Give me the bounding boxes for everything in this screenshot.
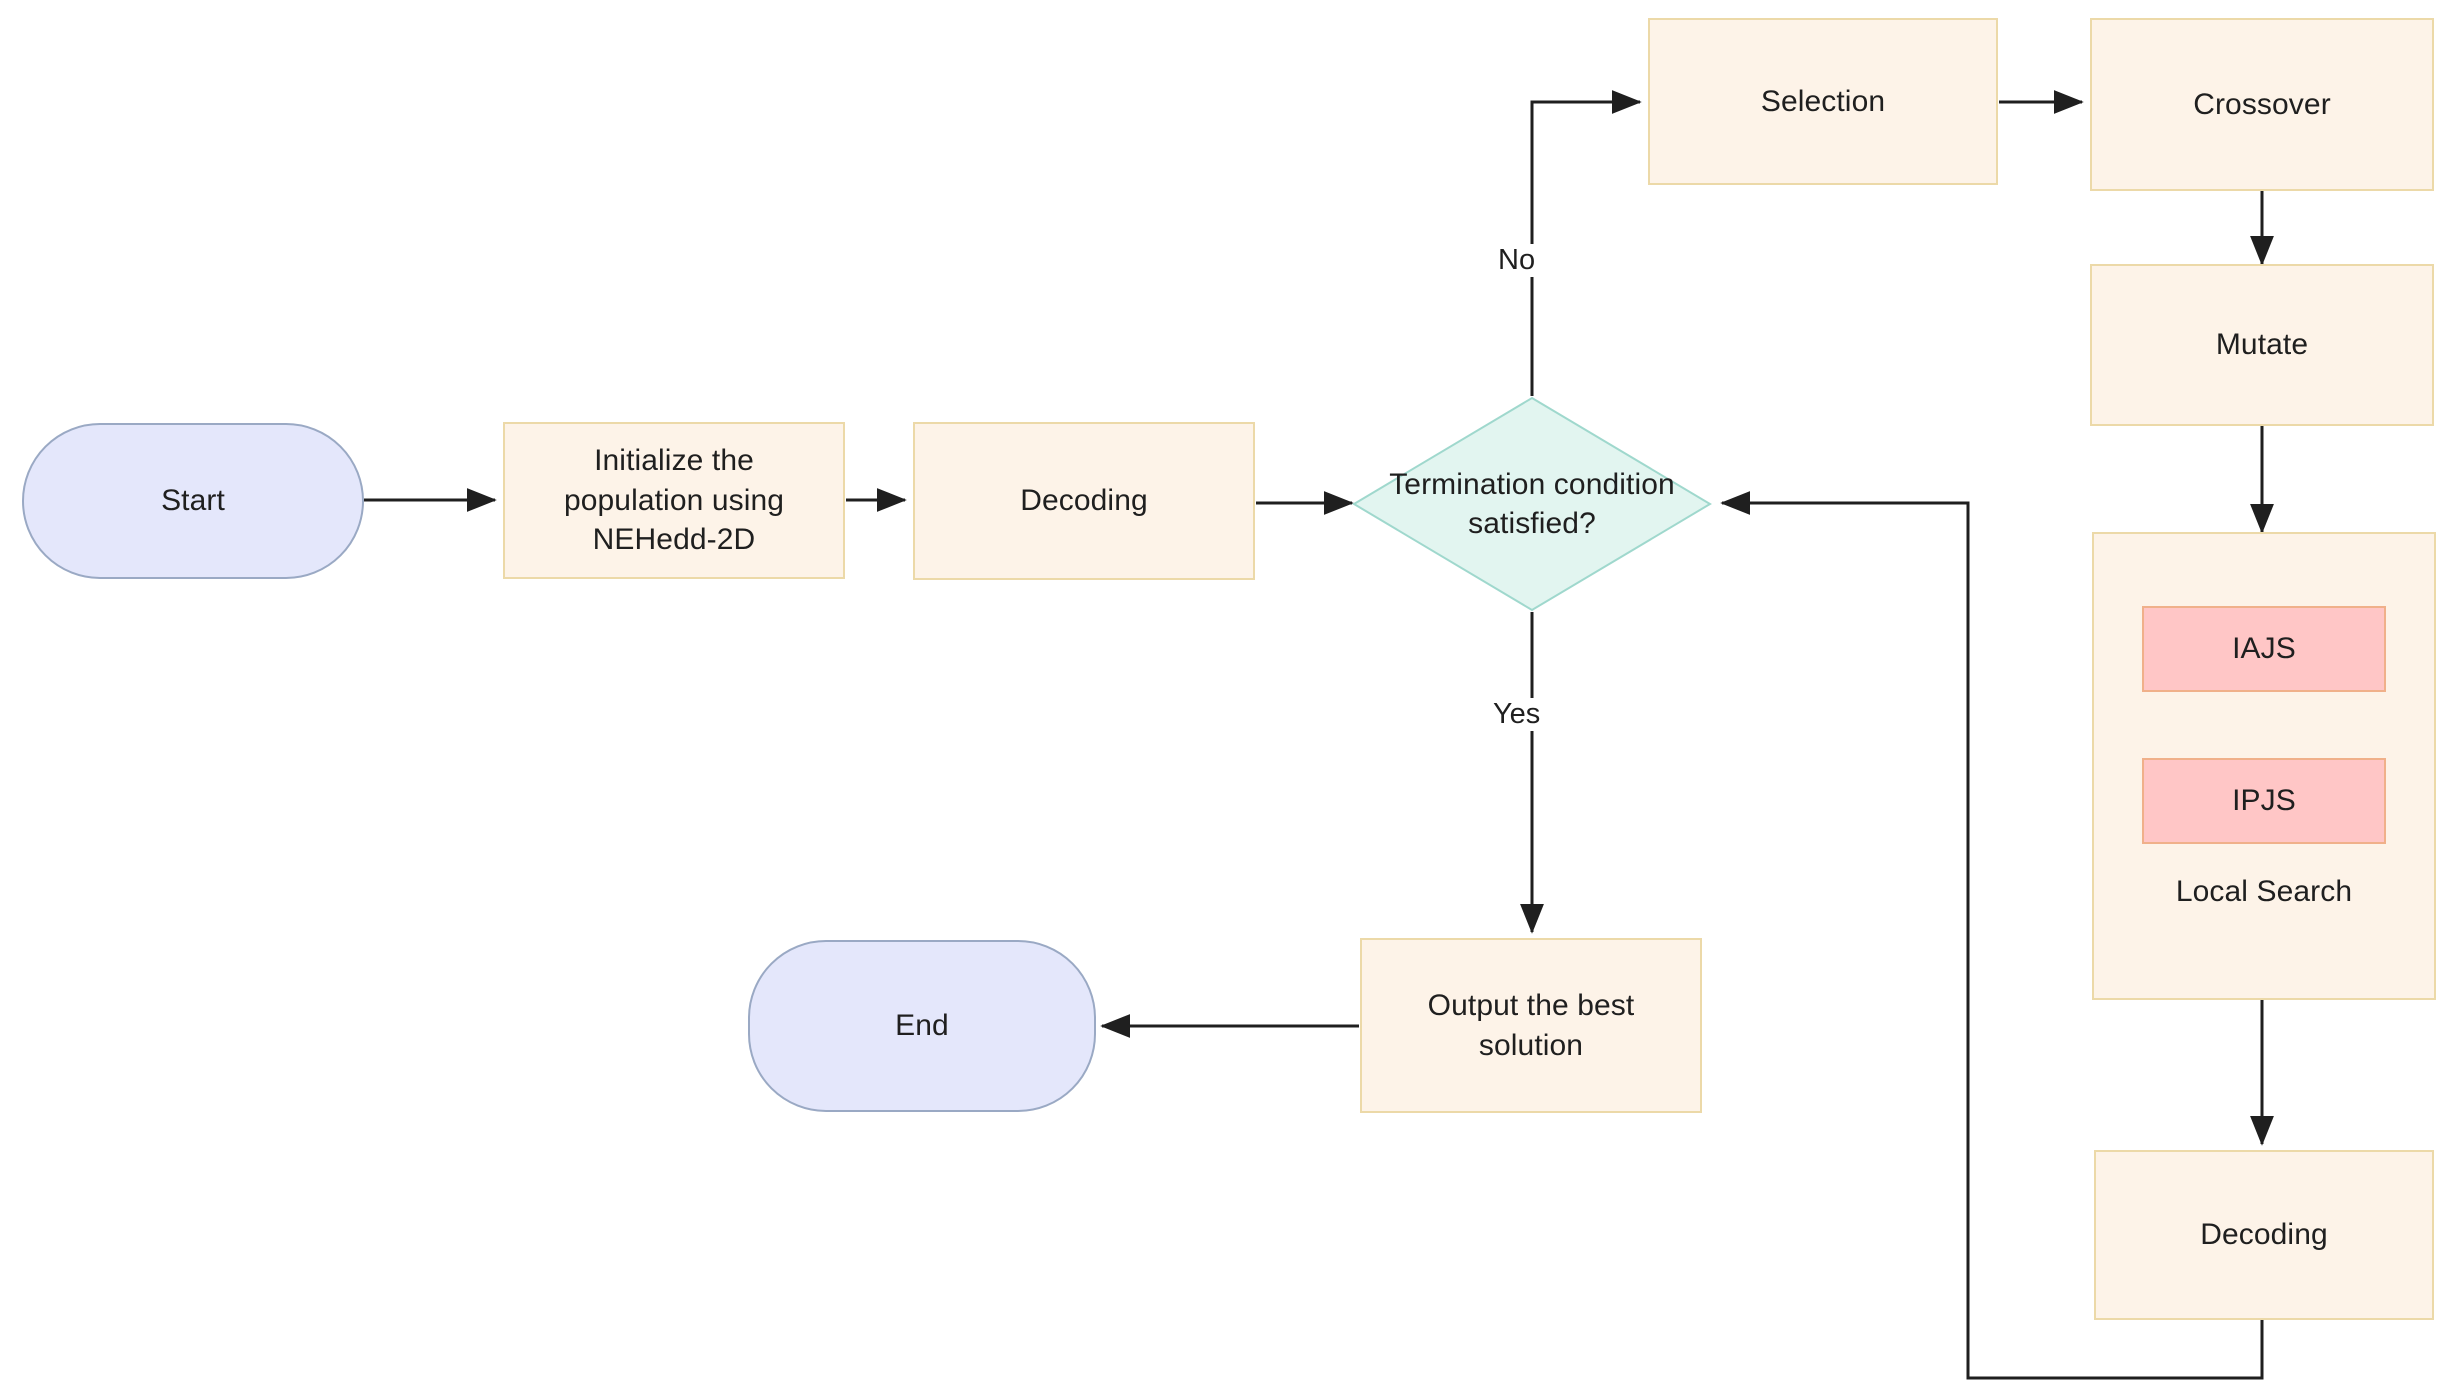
edge-label-yes: Yes <box>1487 698 1547 731</box>
edge-termination-to-selection <box>1530 90 1642 396</box>
node-selection-label: Selection <box>1760 84 1886 118</box>
node-crossover[interactable]: Crossover <box>2090 18 2434 191</box>
node-output-best-solution[interactable]: Output the best solution <box>1360 938 1702 1113</box>
node-initialize-population-label: Initialize the population using NEHedd-2… <box>563 444 785 557</box>
diamond-shape <box>1352 396 1712 612</box>
node-mutate-label: Mutate <box>2215 328 2309 362</box>
node-decoding-first-label: Decoding <box>1020 484 1148 518</box>
node-termination-condition-label: Termination condition satisfied? <box>1389 468 1675 540</box>
node-mutate[interactable]: Mutate <box>2090 264 2434 426</box>
node-end-label: End <box>895 1009 949 1043</box>
node-start[interactable]: Start <box>22 423 364 579</box>
node-decoding-first[interactable]: Decoding <box>913 422 1255 580</box>
node-start-label: Start <box>161 484 225 518</box>
node-end[interactable]: End <box>748 940 1096 1112</box>
node-selection[interactable]: Selection <box>1648 18 1998 185</box>
node-iajs[interactable]: IAJS <box>2142 606 2386 692</box>
node-initialize-population[interactable]: Initialize the population using NEHedd-2… <box>503 422 845 579</box>
node-decoding-loop[interactable]: Decoding <box>2094 1150 2434 1320</box>
node-crossover-label: Crossover <box>2193 87 2331 121</box>
node-iajs-label: IAJS <box>2232 632 2296 666</box>
node-output-best-solution-label: Output the best solution <box>1427 988 1635 1062</box>
node-local-search-label: Local Search <box>2175 875 2353 908</box>
node-termination-condition[interactable]: Termination condition satisfied? <box>1352 396 1712 612</box>
edge-label-no: No <box>1492 244 1542 277</box>
node-ipjs-label: IPJS <box>2232 784 2296 818</box>
node-ipjs[interactable]: IPJS <box>2142 758 2386 844</box>
node-decoding-loop-label: Decoding <box>2200 1218 2328 1252</box>
